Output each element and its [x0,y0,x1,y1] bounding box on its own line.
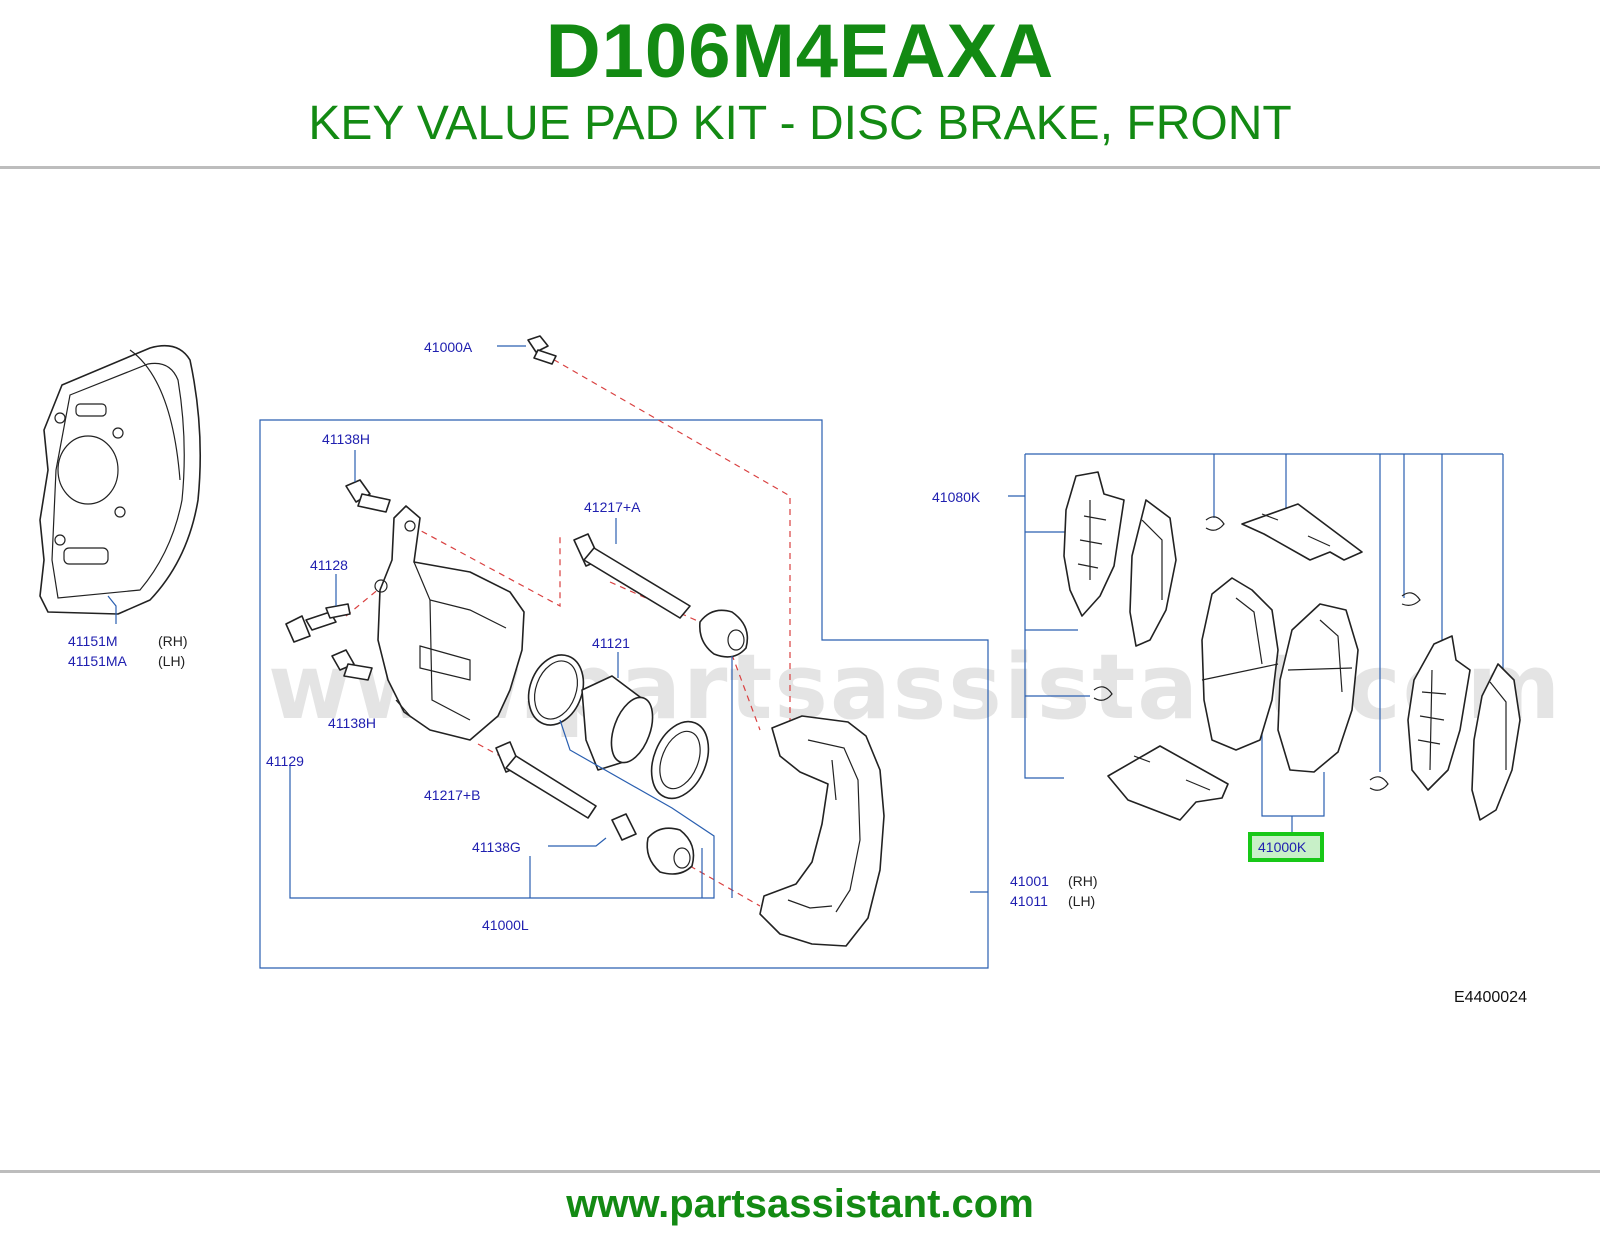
boot-top-drawing [698,609,749,658]
shim-inner-left-drawing [1129,499,1177,647]
brake-pad-outer-drawing [1277,603,1359,773]
clip-small-top-drawing [1205,516,1225,531]
label-41129[interactable]: 41129 [266,753,304,769]
part-number-title: D106M4EAXA [545,9,1055,94]
label-41000k[interactable]: 41000K [1258,839,1307,855]
label-41080k[interactable]: 41080K [932,489,981,505]
boot-bottom-drawing [646,827,695,875]
label-41151m-side: (RH) [158,633,188,649]
diagram-reference-code: E4400024 [1454,989,1527,1006]
footer-divider [0,1170,1600,1173]
clip-small-right-drawing [1369,592,1421,791]
abutment-clip-top-drawing [1241,503,1363,561]
guide-pin-41217a-drawing [573,533,691,619]
caliper-group-outline [259,419,989,969]
label-41001-side: (RH) [1068,873,1098,889]
shim-inner-right-drawing [1471,663,1521,821]
label-41128[interactable]: 41128 [310,557,348,573]
guide-pin-41217b-drawing [495,741,597,819]
label-41138h-mid[interactable]: 41138H [328,715,376,731]
part-description: KEY VALUE PAD KIT - DISC BRAKE, FRONT [308,97,1292,150]
label-41151ma-side: (LH) [158,653,185,669]
piston-drawing [581,675,654,771]
label-41000a[interactable]: 41000A [424,339,473,355]
label-41000l[interactable]: 41000L [482,917,529,933]
bleeder-41128-drawing [285,603,351,643]
label-41001[interactable]: 41001 [1010,873,1049,889]
label-41121[interactable]: 41121 [592,635,630,651]
bolt-41138h-top-drawing [345,479,391,513]
backing-plate-drawing [39,344,202,615]
piston-seal-drawing [527,654,585,726]
bushing-41138g-drawing [611,813,637,841]
bolt-41138h-mid-drawing [331,649,373,681]
label-41217a[interactable]: 41217+A [584,499,641,515]
label-41138g[interactable]: 41138G [472,839,521,855]
label-41138h-top[interactable]: 41138H [322,431,370,447]
shim-outer-right-drawing [1407,635,1471,791]
page-header: D106M4EAXA KEY VALUE PAD KIT - DISC BRAK… [0,0,1600,168]
piston-boot-drawing [650,720,710,800]
bolt-41000a-drawing [527,335,557,365]
brake-pad-inner-drawing [1201,577,1279,751]
abutment-clip-bottom-drawing [1107,745,1229,821]
clip-small-left-drawing [1093,686,1113,701]
label-41011[interactable]: 41011 [1010,893,1048,909]
label-41151m[interactable]: 41151M [68,633,118,649]
shim-outer-left-drawing [1063,471,1125,617]
label-41217b[interactable]: 41217+B [424,787,480,803]
footer-website[interactable]: www.partsassistant.com [566,1182,1034,1226]
highlight-41000k-box[interactable] [1248,832,1324,862]
label-41011-side: (LH) [1068,893,1095,909]
caliper-body-drawing [374,505,525,741]
caliper-bracket-drawing [759,715,885,947]
label-41151ma[interactable]: 41151MA [68,653,128,669]
header-divider [0,166,1600,169]
